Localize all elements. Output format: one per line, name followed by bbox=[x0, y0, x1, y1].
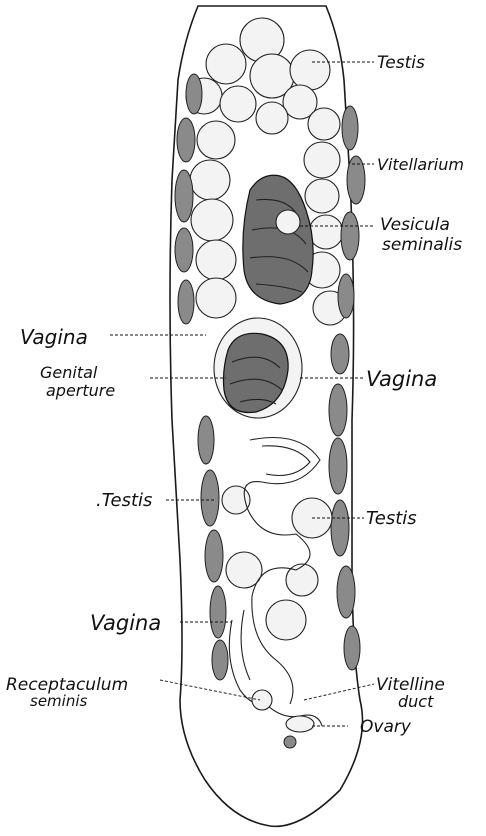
label-vesicula: Vesicula bbox=[380, 215, 450, 235]
genital-coils bbox=[214, 318, 302, 418]
label-ovary: Ovary bbox=[360, 717, 412, 737]
label-vitellarium: Vitellarium bbox=[377, 155, 464, 174]
label-aperture: aperture bbox=[46, 381, 115, 400]
vesicula-seminalis bbox=[243, 175, 313, 304]
label-testis-right: Testis bbox=[366, 508, 417, 529]
label-testis-left: .Testis bbox=[96, 490, 152, 511]
label-genital: Genital bbox=[40, 363, 98, 382]
testes-lower bbox=[222, 486, 332, 640]
label-seminalis: seminalis bbox=[382, 235, 462, 255]
label-vagina-left: Vagina bbox=[20, 325, 88, 349]
label-vagina-right: Vagina bbox=[366, 367, 437, 391]
label-seminis: seminis bbox=[30, 692, 87, 710]
label-testis-top: Testis bbox=[377, 53, 425, 73]
label-duct: duct bbox=[398, 692, 434, 711]
label-vagina-lower: Vagina bbox=[90, 611, 161, 635]
